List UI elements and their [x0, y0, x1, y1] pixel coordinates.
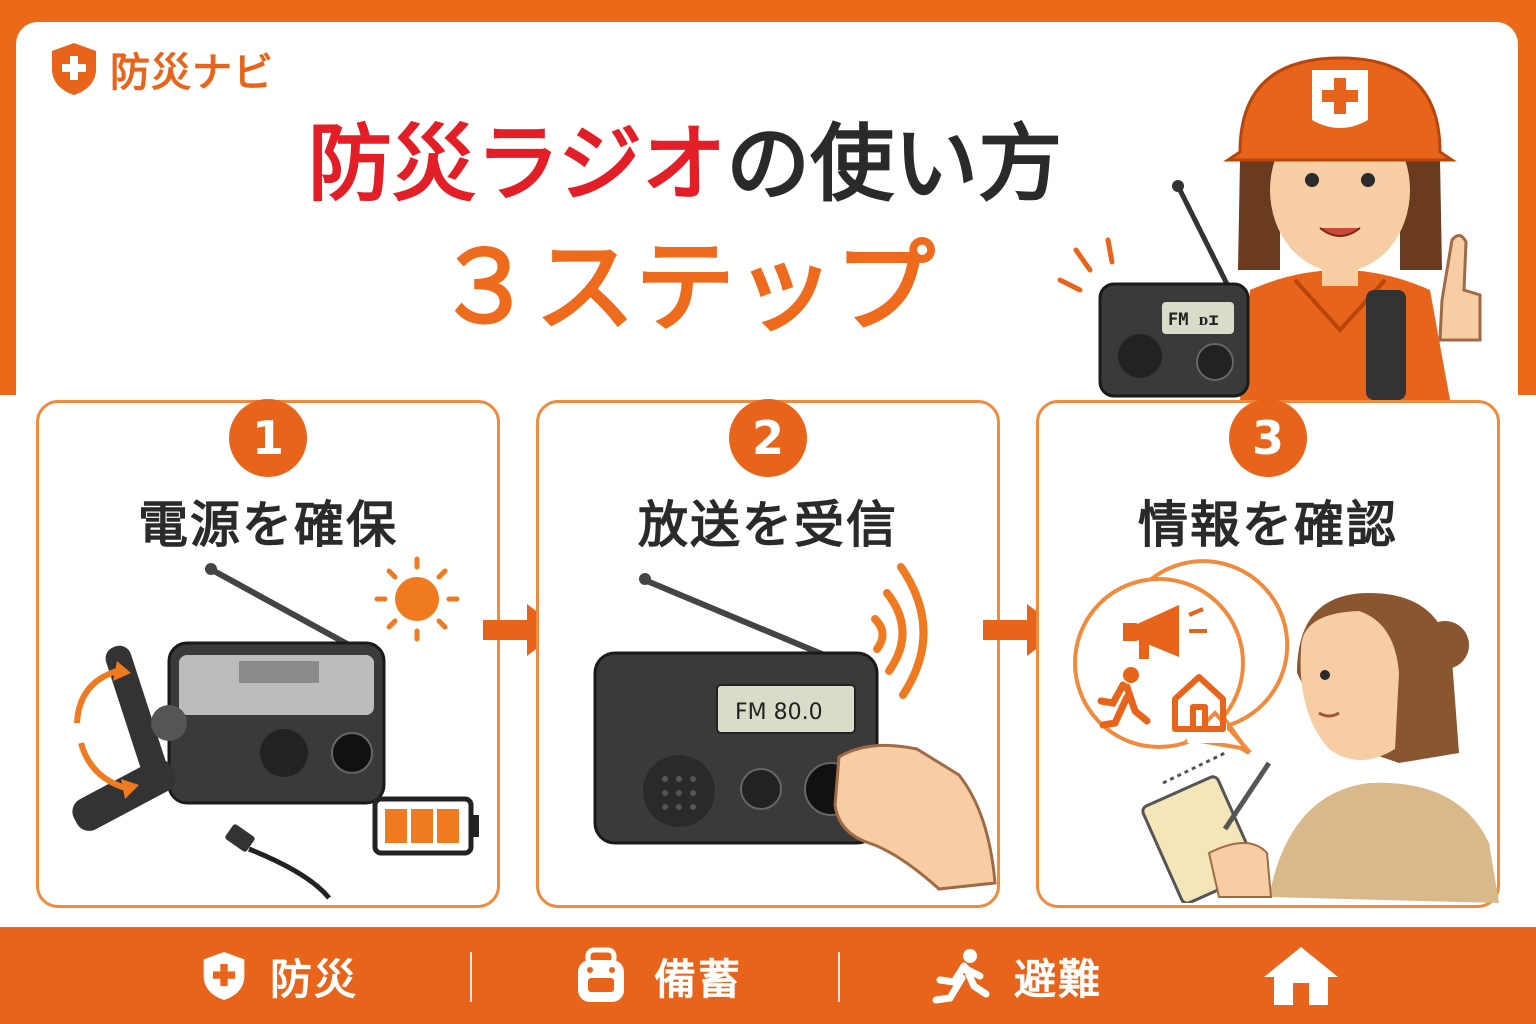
nav-divider [838, 952, 840, 1002]
running-person-icon [1097, 667, 1151, 729]
bottom-nav: 防災 備蓄 避難 [0, 928, 1536, 1024]
step-card-2[interactable]: 2 放送を受信 FM 80.0 [536, 399, 1000, 908]
page-subtitle: ３ステップ [435, 229, 935, 347]
page-title: 防災ラジオの使い方 [190, 118, 1180, 210]
nav-item-hinan[interactable]: 避難 [930, 928, 1102, 1024]
battery-icon [372, 796, 479, 856]
radio-frequency-display: FM 80.0 [735, 700, 823, 725]
running-person-icon [932, 949, 990, 1004]
information-illustration [1073, 559, 1499, 903]
step-title: 放送を受信 [638, 496, 898, 554]
shield-plus-icon [203, 952, 245, 1000]
backpack-icon [578, 947, 624, 1002]
step-number-badge: 3 [1229, 399, 1307, 477]
usb-cable-icon [225, 824, 331, 900]
step-number-badge: 2 [729, 399, 807, 477]
mascot-illustration: FM ᴅɪ [1057, 56, 1482, 400]
brand-name: 防災ナビ [110, 50, 274, 96]
page-header: 防災ラジオの使い方 ３ステップ [190, 118, 1180, 338]
step-title: 電源を確保 [138, 496, 398, 554]
title-rest: の使い方 [726, 115, 1063, 213]
reception-illustration: FM 80.0 [593, 563, 997, 891]
nav-label: 防災 [270, 954, 359, 1004]
house-icon [1172, 674, 1226, 732]
step-card-3[interactable]: 3 情報を確認 [1036, 399, 1500, 908]
step-card-1[interactable]: 1 電源を確保 [36, 399, 500, 908]
mascot-radio-display: FM ᴅɪ [1168, 310, 1219, 330]
brand-logo[interactable]: 防災ナビ [48, 40, 274, 98]
title-accent: 防災ラジオ [307, 115, 727, 213]
signal-waves-icon [871, 563, 928, 699]
nav-label: 備蓄 [654, 954, 743, 1004]
step-title: 情報を確認 [1138, 496, 1398, 554]
tuning-hand-icon [833, 743, 997, 891]
step-number-badge: 1 [229, 399, 307, 477]
nav-item-home[interactable] [1262, 928, 1362, 1024]
hand-crank-icon [72, 645, 187, 831]
megaphone-icon [1123, 605, 1207, 659]
power-illustration [72, 556, 479, 900]
home-icon [1264, 947, 1338, 1005]
nav-item-bousai[interactable]: 防災 [200, 928, 358, 1024]
sun-icon [374, 556, 460, 642]
nav-item-bichiku[interactable]: 備蓄 [570, 928, 742, 1024]
shield-plus-icon [52, 43, 96, 95]
nav-divider [470, 952, 472, 1002]
nav-label: 避難 [1014, 954, 1103, 1004]
